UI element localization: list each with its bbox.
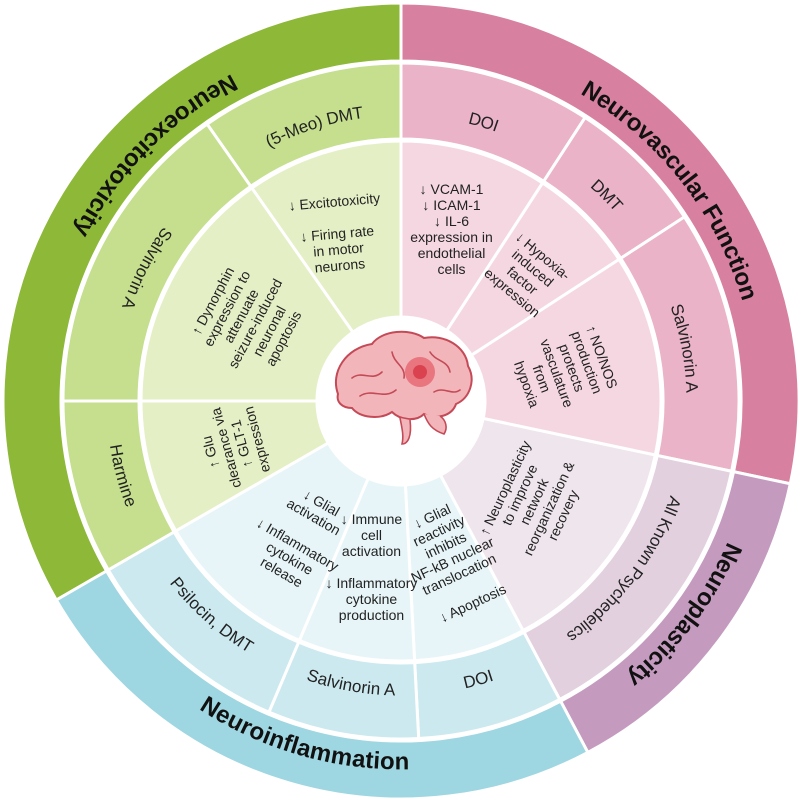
drug-cell-psilocin-dmt [106, 529, 301, 715]
brain-icon [335, 330, 473, 445]
drug-cell-salvinorin-a-excitotoxicity [61, 122, 253, 403]
sector-band-inflammation [54, 568, 590, 801]
effect-text-meo-dmt: ↓ Excitotoxicity↓ Firing ratein motorneu… [288, 190, 386, 278]
effect-ring [139, 139, 663, 663]
drug-cell-harmine [61, 399, 177, 573]
center-hub [316, 316, 486, 486]
drug-ring [61, 61, 741, 741]
